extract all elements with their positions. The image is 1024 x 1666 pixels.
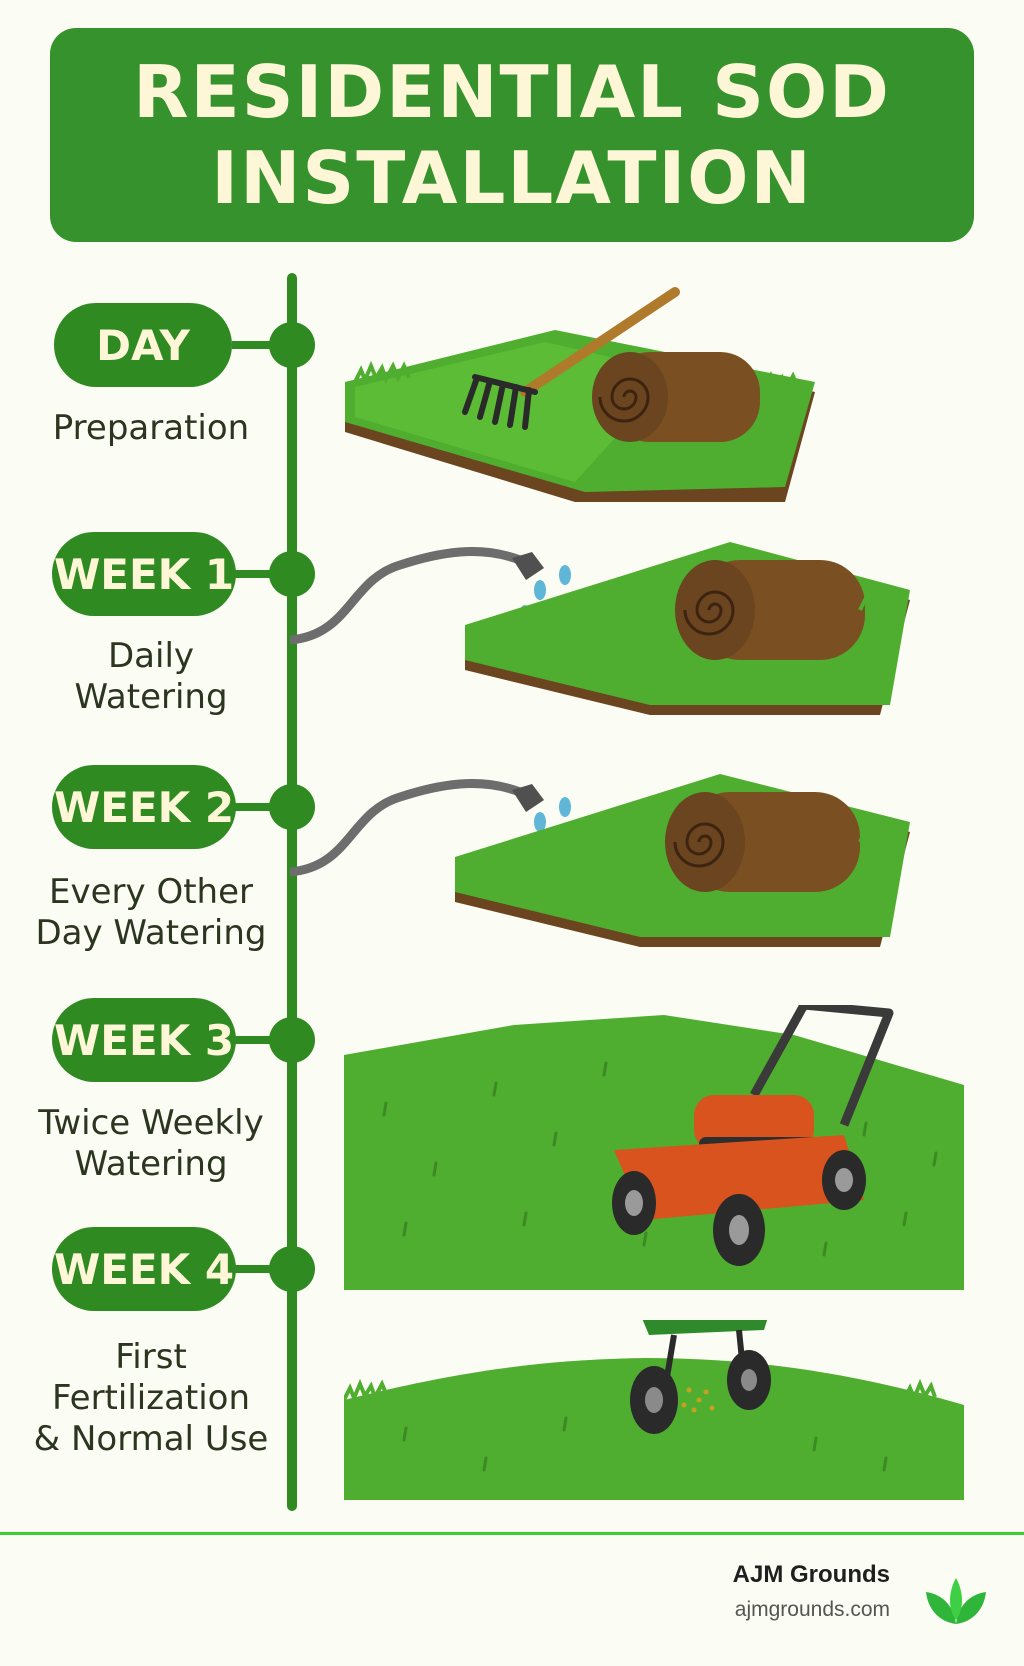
step-label-twice-weekly-watering: Twice Weekly Watering: [20, 1103, 282, 1185]
step-badge-day: DAY: [54, 303, 232, 387]
step-label-line: Watering: [74, 677, 228, 717]
step-label-first-fertilization: First Fertilization & Normal Use: [20, 1337, 282, 1460]
step-label-every-other-day-watering: Every Other Day Watering: [20, 872, 282, 954]
leaf-logo-icon: [926, 1578, 986, 1624]
step-badge-week-1: WEEK 1: [52, 532, 236, 616]
fertilizer-spreader-icon: [344, 1320, 964, 1500]
footer-divider: [0, 1532, 1024, 1535]
timeline-connector: [232, 1036, 282, 1044]
brand-name: AJM Grounds: [732, 1561, 890, 1588]
title-line-1: RESIDENTIAL SOD: [133, 50, 891, 134]
hose-watering-sod-icon: [290, 774, 910, 947]
brand-url[interactable]: ajmgrounds.com: [734, 1598, 890, 1621]
step-label-line: & Normal Use: [33, 1419, 269, 1459]
step-label-line: First: [115, 1337, 187, 1377]
step-label-line: Fertilization: [51, 1378, 251, 1418]
timeline-connector: [232, 570, 282, 578]
timeline-dot: [269, 551, 315, 597]
lawn-mower-icon: [344, 1005, 964, 1290]
step-badge-week-2: WEEK 2: [52, 765, 236, 849]
step-label-line: Every Other: [49, 872, 253, 912]
timeline-line: [287, 273, 297, 1511]
step-label-line: Daily: [107, 636, 195, 676]
title-banner: RESIDENTIAL SOD INSTALLATION: [50, 28, 974, 242]
rake-and-sod-roll-icon: [345, 287, 815, 502]
step-badge-week-3: WEEK 3: [52, 998, 236, 1082]
step-label-line: Twice Weekly: [38, 1103, 264, 1143]
timeline-connector: [232, 1265, 282, 1273]
timeline-dot: [269, 1017, 315, 1063]
step-label-line: Preparation: [52, 408, 250, 448]
timeline-dot: [269, 322, 315, 368]
step-badge-week-4: WEEK 4: [52, 1227, 236, 1311]
timeline-dot: [269, 784, 315, 830]
title-line-2: INSTALLATION: [211, 136, 813, 220]
hose-watering-sod-icon: [290, 542, 910, 715]
timeline-connector: [232, 341, 282, 349]
timeline-connector: [232, 803, 282, 811]
step-label-line: Day Watering: [35, 913, 267, 953]
step-label-line: Watering: [74, 1144, 228, 1184]
step-label-daily-watering: Daily Watering: [20, 636, 282, 718]
timeline-dot: [269, 1246, 315, 1292]
step-label-preparation: Preparation: [20, 408, 282, 449]
